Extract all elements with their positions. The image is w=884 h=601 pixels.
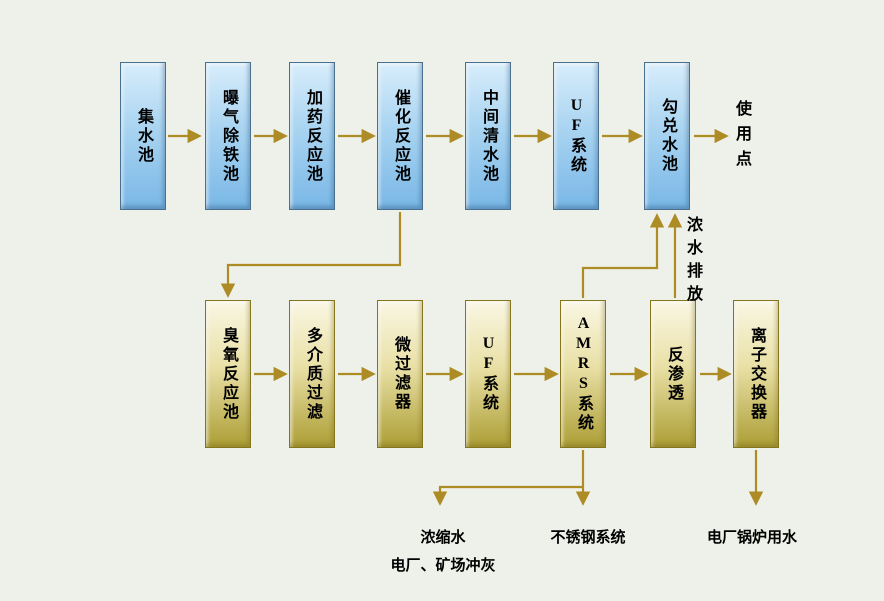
node-ozone-reaction-pool: 臭氧反应池 [205,300,251,448]
node-blending-pool: 勾兑水池 [644,62,690,210]
node-ion-exchanger: 离子交换器 [733,300,779,448]
node-reverse-osmosis: 反渗透 [650,300,696,448]
label-stainless-system: 不锈钢系统 [550,530,626,546]
node-aeration-iron-removal-pool: 曝气除铁池 [205,62,251,210]
label-boiler-water: 电厂锅炉用水 [706,530,797,546]
node-label: 中间清水池 [480,88,497,184]
node-label: 勾兑水池 [659,98,676,174]
node-label: 离子交换器 [748,326,765,422]
node-label: 微过滤器 [392,336,409,412]
node-multimedia-filter: 多介质过滤 [289,300,335,448]
label-concentrated-water: 浓缩水 [420,530,466,546]
node-label: 集水池 [135,107,152,165]
node-catalytic-reaction-pool: 催化反应池 [377,62,423,210]
node-label: 反渗透 [665,345,682,403]
node-micro-filter: 微过滤器 [377,300,423,448]
node-label: 臭氧反应池 [220,326,237,422]
node-label: 催化反应池 [392,88,409,184]
node-amrs-system: AMRS系统 [560,300,606,448]
node-label: 曝气除铁池 [220,88,237,184]
node-uf-system-top: UF系统 [553,62,599,210]
node-label: 多介质过滤 [304,326,321,422]
node-label: 加药反应池 [304,88,321,184]
node-label: UF系统 [480,335,497,413]
node-collection-pool: 集水池 [120,62,166,210]
label-concentrate-discharge: 浓水排放 [684,216,701,308]
label-ash-flush: 电厂、矿场冲灰 [390,558,496,574]
node-label: UF系统 [568,97,585,175]
node-uf-system-bottom: UF系统 [465,300,511,448]
node-dosing-reaction-pool: 加药反应池 [289,62,335,210]
label-use-point: 使用点 [733,100,750,175]
node-intermediate-clear-water-pool: 中间清水池 [465,62,511,210]
node-label: AMRS系统 [575,315,592,433]
